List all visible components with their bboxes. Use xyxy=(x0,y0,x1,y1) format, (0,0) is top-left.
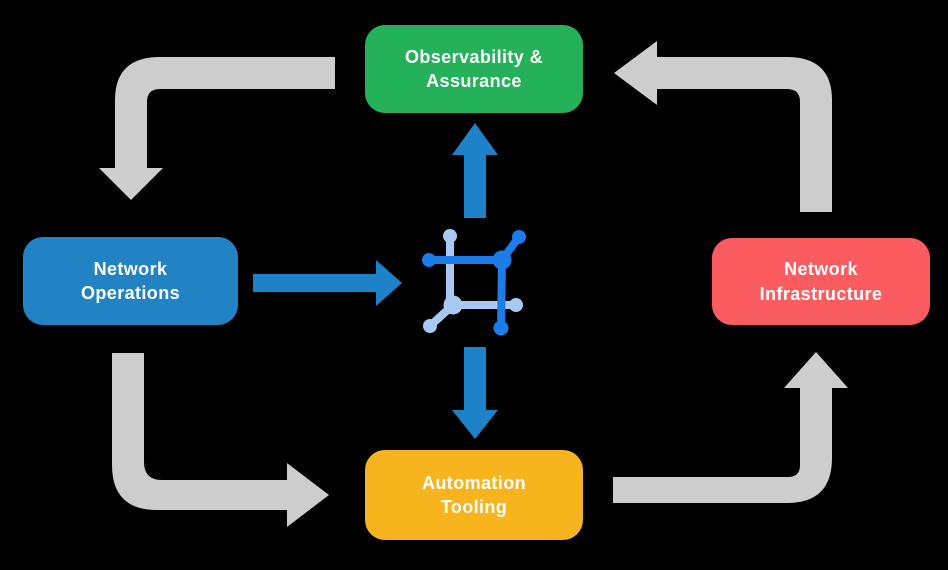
node-automation-tooling-label: Automation Tooling xyxy=(422,472,526,517)
node-network-operations-label: Network Operations xyxy=(80,258,181,303)
node-network-operations: Network Operations xyxy=(23,237,238,325)
arrow-operations-to-automation xyxy=(112,353,329,527)
network-automation-icon xyxy=(422,229,526,336)
arrow-operations-to-center xyxy=(253,260,402,306)
arrow-observability-to-operations xyxy=(99,57,335,200)
node-observability-assurance: Observability & Assurance xyxy=(365,25,583,113)
icon-light-blue-group xyxy=(423,229,523,333)
arrow-infrastructure-to-observability xyxy=(614,41,832,212)
node-network-infrastructure-label: Network Infrastructure xyxy=(759,259,883,304)
arrow-automation-to-infrastructure xyxy=(613,352,848,503)
icon-dark-blue-group xyxy=(422,230,526,336)
node-automation-tooling: Automation Tooling xyxy=(365,450,583,540)
node-network-infrastructure: Network Infrastructure xyxy=(712,238,930,325)
node-observability-assurance-label: Observability & Assurance xyxy=(404,46,544,91)
arrow-center-to-automation xyxy=(452,347,498,439)
arrow-center-to-observability xyxy=(452,123,498,218)
